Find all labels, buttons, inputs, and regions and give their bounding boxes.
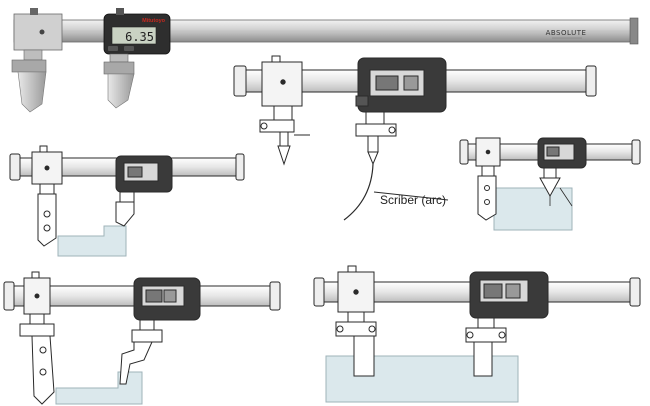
caliper-diagram-span: [313, 265, 641, 403]
caliper-diagram-scriber: [233, 55, 597, 221]
scribed-arc: [343, 163, 374, 221]
workpiece-block: [493, 187, 573, 231]
lcd-reading: 6.35: [125, 30, 154, 44]
workpiece-block: [55, 371, 143, 405]
caliper-diagram-offset: [3, 271, 281, 405]
caliper-diagram-step: [9, 145, 245, 257]
model-label: ABSOLUTE: [546, 29, 587, 37]
scriber-point: [367, 151, 379, 166]
caliper-diagram-vpoint: [459, 137, 641, 231]
scriber-label: Scriber (arc): [380, 193, 446, 207]
workpiece-block: [57, 225, 127, 257]
brand-logo: Mitutoyo: [142, 18, 166, 24]
caliper-photo: 6.35 Mitutoyo ABSOLUTE: [11, 8, 639, 113]
